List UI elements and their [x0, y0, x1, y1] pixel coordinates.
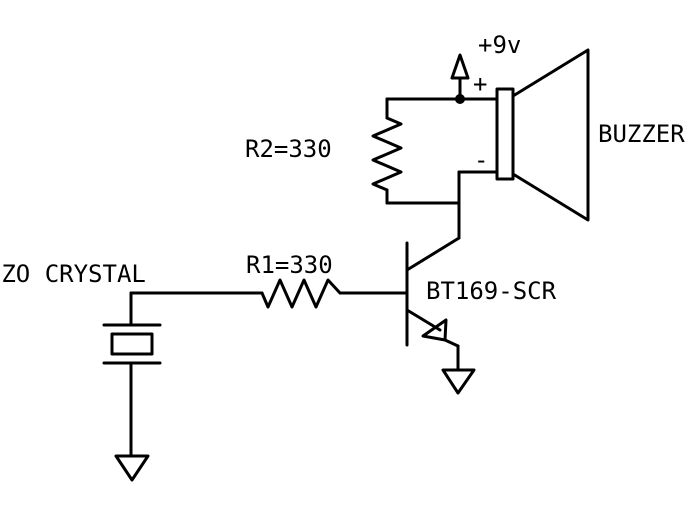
- piezo-label: PIEZO CRYSTAL: [0, 260, 146, 288]
- supply-arrow-symbol: [450, 53, 470, 101]
- piezo-crystal-symbol: [102, 323, 162, 457]
- supply-wires: [385, 97, 499, 120]
- scr-ground-icon: [441, 368, 476, 395]
- buzzer-label: BUZZER: [598, 120, 685, 148]
- gate-wires: [129, 291, 409, 327]
- r2-resistor: [371, 116, 403, 192]
- buzzer-plus-label: +: [473, 70, 487, 98]
- collector-node-wires: [385, 170, 499, 240]
- supply-voltage-label: +9v: [478, 31, 521, 59]
- scr-label: BT169-SCR: [426, 277, 557, 305]
- r1-resistor: [260, 278, 342, 309]
- r2-label: R2=330: [245, 135, 332, 163]
- piezo-ground-icon: [114, 454, 150, 482]
- r1-label: R1=330: [246, 251, 333, 279]
- buzzer-symbol: [495, 48, 590, 222]
- buzzer-minus-label: -: [474, 146, 488, 174]
